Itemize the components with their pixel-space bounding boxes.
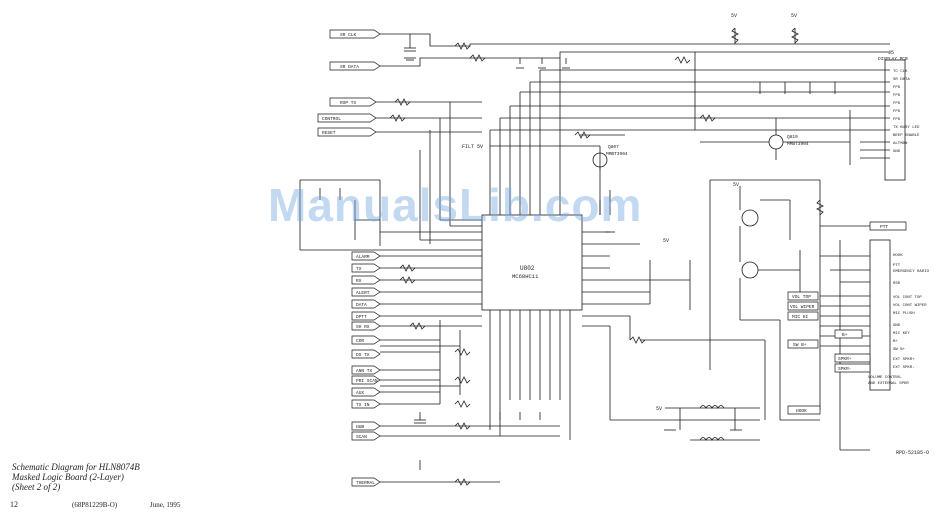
note-volume-control: VOLUME CONTROL (868, 376, 902, 380)
j4-pin-3: EMERGENCY RADIO (893, 270, 930, 274)
supply-b-plus: B+ (842, 332, 848, 338)
signal-cor: COR (356, 338, 364, 344)
j4-pin-10: B+ (893, 340, 898, 344)
signal-vol-wiper: VOL WIPER (790, 304, 815, 310)
signal-scan: SCAN (356, 434, 367, 440)
signal-control: CONTROL (322, 116, 341, 122)
j5-pin-11: GND (893, 150, 901, 154)
signal-spkr-minus: SPKR- (838, 366, 852, 372)
drawing-number: RPD-52185-O (896, 450, 929, 456)
j4-pin-5: VOL CONT TOP (893, 296, 922, 300)
signal-dptt: DPTT (356, 314, 367, 320)
ic-part: MC68HC11 (512, 273, 539, 280)
j5-pin-2: SR DATA (893, 78, 910, 82)
supply-5v-1: 5V (731, 13, 737, 19)
caption-line-3: (Sheet 2 of 2) (12, 482, 61, 492)
signal-alarm: ALARM (356, 254, 370, 260)
signal-sh-rx: SH RX (356, 324, 370, 330)
signal-ann-tx: ANN TX (356, 368, 373, 374)
signal-sr-data: SR DATA (340, 64, 359, 70)
doc-number: (68P81229B-O) (72, 501, 118, 509)
j4-pin-4: RSD (893, 282, 901, 286)
caption-line-2: Masked Logic Board (2-Layer) (12, 472, 124, 482)
watermark: ManualsLib.com (268, 179, 643, 231)
note-external-spkr: AND EXTERNAL SPKR (868, 382, 909, 386)
j4-pin-13: EXT SPKR- (893, 366, 915, 370)
signal-hub: HUB (356, 424, 364, 430)
connector-ref: J5 (888, 50, 894, 56)
supply-sw-b-plus: SW B+ (793, 342, 807, 348)
j4-pin-8: GND (893, 324, 901, 328)
signal-ptt: PTT (880, 224, 888, 230)
supply-filt5v: FILT 5V (462, 144, 483, 150)
signal-reset: RESET (322, 130, 336, 136)
caption: Schematic Diagram for HLN8074B Masked Lo… (12, 462, 140, 492)
supply-5v-2: 5V (791, 13, 797, 19)
signal-sr-clk: SR CLK (340, 32, 357, 38)
ic-ref: U802 (520, 265, 535, 272)
signal-tx-in: TX IN (356, 402, 370, 408)
q807-ref: Q807 (608, 144, 619, 150)
q810-part: MMBT3904 (787, 141, 809, 147)
caption-line-1: Schematic Diagram for HLN8074B (12, 462, 140, 472)
j4-pin-7: MIC PLUSH (893, 312, 915, 316)
signal-mic-hi: MIC HI (792, 314, 809, 320)
j5-pin-9: BEEP ENABLE (893, 134, 920, 138)
j4-pin-2: PTT (893, 264, 901, 268)
j4-pin-6: VOL CONT WIPER (893, 304, 927, 308)
j5-pin-8: TX BUSY LED (893, 126, 920, 130)
signal-thermal: THERMAL (356, 480, 375, 486)
signal-vol-top: VOL TOP (792, 294, 811, 300)
q807-part: MMBT3904 (606, 151, 628, 157)
j5-pin-7: FPG (893, 118, 901, 122)
j5-pin-1: TC CLK (893, 70, 908, 74)
signal-rsp-tx: RSP TX (340, 100, 357, 106)
supply-5v-3: 5V (733, 182, 739, 188)
j4-pin-12: EXT SPKR+ (893, 358, 915, 362)
signal-spkr-plus: SPKR+ (838, 356, 852, 362)
signal-pri-scan: PRI SCAN (356, 378, 378, 384)
signal-data: DATA (356, 302, 367, 308)
signal-hook: HOOK (796, 408, 807, 414)
footer-date: June, 1995 (150, 501, 181, 509)
j5-pin-6: FPG (893, 110, 901, 114)
page-number: 12 (10, 500, 18, 509)
j5-pin-10: ALTMAN (893, 142, 908, 146)
j5-pin-3: FPG (893, 86, 901, 90)
j4-pin-11: SW B+ (893, 348, 906, 352)
signal-rx: RX (356, 278, 362, 284)
q810-ref: Q810 (787, 134, 798, 140)
j4-pin-9: MIC KEY (893, 332, 910, 336)
signal-ds-tx: DS TX (356, 352, 370, 358)
j5-pin-5: FPG (893, 102, 901, 106)
j5-pin-4: FPG (893, 94, 901, 98)
supply-5v-5: 5V (656, 406, 662, 412)
signal-tx: TX (356, 266, 362, 272)
j4-pin-1: HOOK (893, 254, 903, 258)
signal-aux: AUX (356, 390, 364, 396)
connector-title: DISPLAY PCB (878, 56, 908, 62)
signal-alert: ALERT (356, 290, 370, 296)
supply-5v-4: 5V (663, 238, 669, 244)
